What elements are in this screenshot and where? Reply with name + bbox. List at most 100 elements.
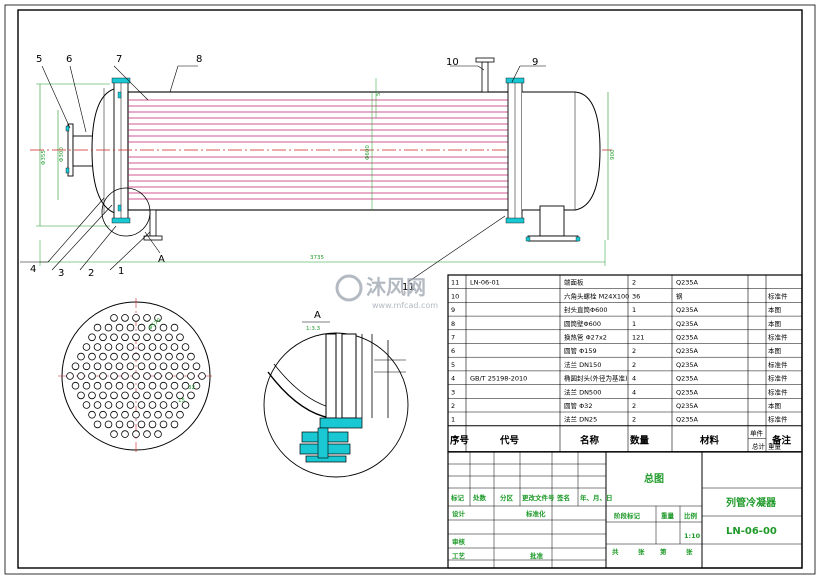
balloon-8: 8 xyxy=(196,54,202,65)
tube-hole xyxy=(192,362,201,371)
bom-cell-no: 2 xyxy=(451,402,455,410)
tube-hole xyxy=(121,410,129,419)
tubesheet-view: Φ570 32 15 xyxy=(58,298,214,454)
bom-cell-name: 换热管 Φ27x2 xyxy=(564,333,607,342)
tube-hole xyxy=(170,343,179,351)
title-block xyxy=(447,451,803,569)
bom-cell-material: Q235A xyxy=(676,320,699,328)
tube-hole xyxy=(121,352,129,361)
bom-cell-no: 3 xyxy=(451,388,455,396)
tube-hole xyxy=(176,391,184,400)
tube-hole xyxy=(126,401,135,409)
bom-cell-note: 标准件 xyxy=(768,333,788,342)
bottom-small-nozzle xyxy=(149,209,157,237)
tube-hole xyxy=(170,420,179,429)
tube-hole xyxy=(88,391,96,400)
bom-cell-note: 标准件 xyxy=(768,291,788,300)
tb-count: 处数 xyxy=(472,493,487,502)
bom-cell-name: 端面板 xyxy=(564,278,584,287)
tube-hole xyxy=(176,410,184,419)
tube-hole xyxy=(132,352,140,361)
tube-hole xyxy=(143,314,151,322)
right-bottom-nozzle xyxy=(539,205,565,237)
tube-hole xyxy=(126,323,135,332)
bom-cell-name: 椭圆封头(外径为基准) xyxy=(564,374,628,383)
tube-hole xyxy=(143,391,151,400)
tb-assembly: 总图 xyxy=(644,472,664,485)
bom-cell-material: Q235A xyxy=(676,334,699,342)
tube-hole xyxy=(132,410,140,419)
tb-approve: 批准 xyxy=(530,551,544,560)
tube-hole xyxy=(143,333,151,342)
bom-cell-no: 11 xyxy=(451,279,459,287)
tube-hole xyxy=(93,362,102,371)
dim-left-dia-2: Φ300 xyxy=(59,147,65,162)
tube-hole xyxy=(88,372,96,380)
bom-cell-qty: 1 xyxy=(632,306,636,314)
tube-hole xyxy=(104,420,113,429)
balloon-7: 7 xyxy=(116,54,122,65)
bom-cell-no: 8 xyxy=(451,320,455,328)
tube-hole xyxy=(170,362,179,371)
bom-cell-material: Q235A xyxy=(676,347,699,355)
tb-sheet-2: 张 xyxy=(686,547,693,556)
tb-weight: 重量 xyxy=(661,511,675,520)
dim-overall-length: 3735 xyxy=(310,255,324,261)
tube-hole xyxy=(165,372,173,380)
tube-hole xyxy=(137,323,146,332)
tube-hole xyxy=(77,372,85,380)
tube-hole xyxy=(137,401,146,409)
sheet-outer-border xyxy=(4,4,816,575)
balloon-6: 6 xyxy=(66,54,72,65)
tube-hole xyxy=(143,410,151,419)
tube-hole xyxy=(104,401,113,409)
tube-hole xyxy=(126,381,135,390)
tube-hole xyxy=(82,343,91,351)
bom-cell-name: 封头直筒Φ600 xyxy=(564,305,608,314)
tube-hole xyxy=(154,410,162,419)
balloon-3: 3 xyxy=(58,268,64,279)
tube-hole xyxy=(93,323,102,332)
tube-hole xyxy=(159,343,168,351)
tube-hole xyxy=(132,372,140,380)
tube-hole xyxy=(181,381,190,390)
tubesheet-dim-2: 32 xyxy=(188,385,195,391)
tube-hole xyxy=(121,391,129,400)
tube-hole xyxy=(165,333,173,342)
tube-hole xyxy=(115,401,124,409)
tube-hole xyxy=(148,401,157,409)
tube-hole xyxy=(115,381,124,390)
balloon-11: 11 xyxy=(402,282,415,293)
bom-cell-no: 4 xyxy=(451,375,455,383)
tube-hole xyxy=(154,314,162,322)
bom-header-unit: 单件 xyxy=(750,429,764,438)
tube-hole xyxy=(121,372,129,380)
bom-cell-qty: 2 xyxy=(632,347,636,355)
tube-hole xyxy=(126,420,135,429)
bom-header-qty: 数量 xyxy=(629,435,650,447)
main-view: Φ355 Φ300 xyxy=(20,57,616,283)
bom-cell-code: GB/T 25198-2010 xyxy=(470,375,527,383)
tb-process: 工艺 xyxy=(452,551,466,560)
tube-hole xyxy=(165,391,173,400)
tube-hole xyxy=(159,401,168,409)
tube-hole xyxy=(110,352,118,361)
tube-hole xyxy=(99,391,107,400)
tube-hole xyxy=(176,333,184,342)
balloon-2: 2 xyxy=(88,268,94,279)
tube-hole xyxy=(159,323,168,332)
tube-hole xyxy=(137,381,146,390)
tb-design: 设计 xyxy=(452,509,466,518)
bom-cell-name: 六角头螺栓 M24X100 xyxy=(564,291,629,300)
tube-hole xyxy=(132,314,140,322)
tube-hole xyxy=(132,391,140,400)
tb-change-doc: 更改文件号 xyxy=(522,493,555,502)
bom-cell-material: Q235A xyxy=(676,402,699,410)
tube-hole xyxy=(137,343,146,351)
tb-mark: 标记 xyxy=(450,493,465,502)
tube-hole xyxy=(110,314,118,322)
tube-hole xyxy=(110,430,118,438)
tube-hole xyxy=(159,381,168,390)
tb-review: 审核 xyxy=(452,537,466,546)
balloon-10: 10 xyxy=(446,57,459,68)
